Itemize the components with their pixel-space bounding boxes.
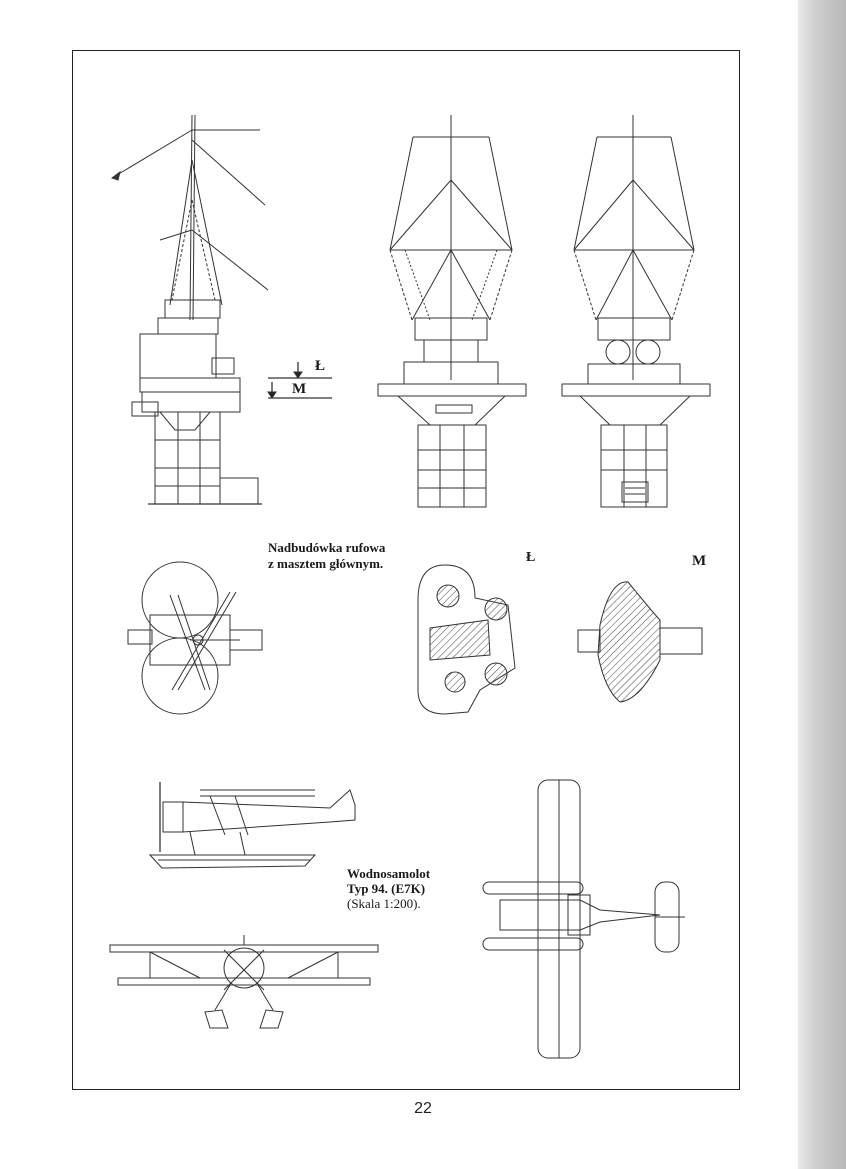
section-markers	[268, 362, 332, 398]
seaplane-side-view	[150, 782, 355, 868]
seaplane-caption-scale: (Skala 1:200).	[347, 896, 421, 911]
view-L-label: Ł	[526, 550, 536, 565]
section-view-L	[418, 565, 515, 714]
drawing-frame	[72, 50, 740, 1090]
seaplane-front-view	[110, 935, 378, 1028]
section-marker-M-label: M	[292, 381, 307, 397]
seaplane-caption: Wodnosamolot Typ 94. (E7K) (Skala 1:200)…	[347, 866, 430, 911]
page-number: 22	[414, 1100, 432, 1117]
view-M-label: M	[692, 553, 707, 569]
superstructure-front-view-L	[378, 115, 526, 507]
superstructure-caption-line1: Nadbudówka rufowa	[268, 540, 386, 555]
page-edge-shadow	[798, 0, 846, 1169]
superstructure-caption: Nadbudówka rufowa z masztem głównym.	[268, 540, 385, 572]
section-marker-L-label: Ł	[315, 358, 326, 374]
seaplane-caption-line1: Wodnosamolot	[347, 866, 431, 881]
seaplane-caption-line2: Typ 94. (E7K)	[347, 881, 426, 896]
section-view-M	[578, 582, 702, 702]
superstructure-rear-view-M	[562, 115, 710, 507]
superstructure-caption-line2: z masztem głównym.	[268, 556, 384, 571]
seaplane-top-view	[483, 780, 685, 1058]
superstructure-side-view	[112, 115, 268, 504]
superstructure-top-view	[128, 562, 262, 714]
